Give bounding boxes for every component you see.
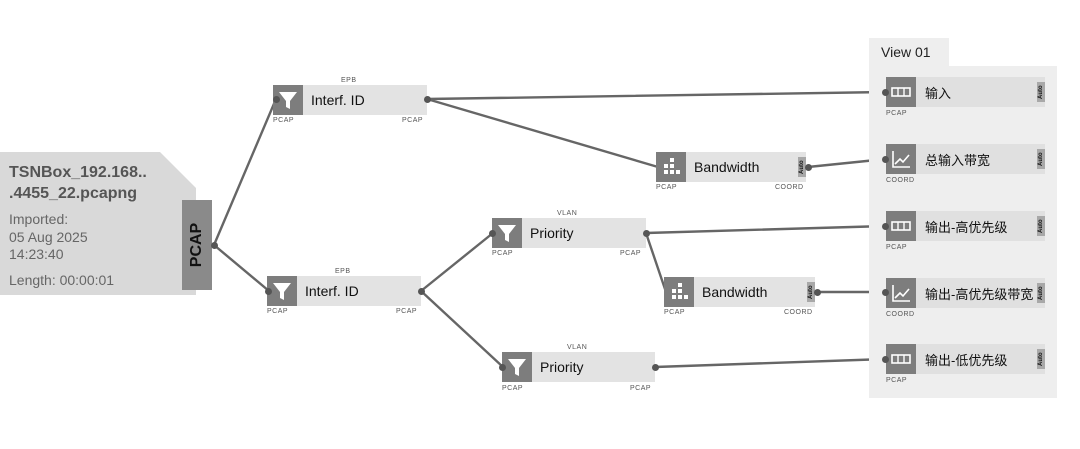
bandwidth-top-out-type: COORD (775, 184, 804, 191)
view-item-type: PCAP (886, 110, 908, 117)
view-item-label: 输出-高优先级带宽 (925, 287, 1034, 302)
view-input-port[interactable] (882, 289, 889, 296)
priority-node-bottom[interactable]: Priority (502, 352, 655, 382)
view-item-type: PCAP (886, 377, 908, 384)
bandwidth-node-top[interactable]: Bandwidth Auto (656, 152, 806, 182)
wire-priority-top-bandwidth (644, 231, 668, 294)
source-pcap-label: PCAP (188, 222, 205, 268)
view-item-output-high-priority[interactable]: 输出-高优先级 Auto (886, 211, 1045, 241)
node-label: Interf. ID (305, 283, 359, 299)
view-item-label: 输出-低优先级 (925, 353, 1008, 368)
wire-priority-bottom-low (653, 357, 888, 369)
view-item-type: COORD (886, 311, 915, 318)
priority-node-top[interactable]: Priority (492, 218, 646, 248)
bandwidth-bottom-output-port[interactable] (814, 289, 821, 296)
interf-bottom-input-port[interactable] (265, 288, 272, 295)
view-item-output-high-priority-bandwidth[interactable]: 输出-高优先级带宽 Auto (886, 278, 1045, 308)
view-item-label: 输入 (925, 86, 952, 101)
view-item-type: PCAP (886, 244, 908, 251)
line-chart-icon (886, 278, 916, 308)
filter-icon (267, 276, 297, 306)
interf-id-node-top[interactable]: Interf. ID (273, 85, 427, 115)
table-icon (886, 77, 916, 107)
source-output-port[interactable] (211, 242, 218, 249)
line-chart-icon (886, 144, 916, 174)
bandwidth-node-bottom[interactable]: Bandwidth Auto (664, 277, 815, 307)
bar-grid-icon (664, 277, 694, 307)
wire-pcap-interf-bottom (212, 243, 271, 293)
priority-bottom-output-port[interactable] (652, 364, 659, 371)
priority-bottom-out-type: PCAP (630, 385, 652, 392)
priority-bottom-tag: VLAN (567, 344, 588, 351)
imported-time: 14:23:40 (9, 246, 64, 262)
view-item-label: 输出-高优先级 (925, 220, 1008, 235)
view-title: View 01 (881, 44, 931, 60)
source-filename-line2: .4455_22.pcapng (9, 185, 138, 202)
priority-top-out-type: PCAP (620, 250, 642, 257)
filter-icon (492, 218, 522, 248)
view-tab[interactable]: View 01 (869, 38, 949, 66)
source-pcap-output[interactable]: PCAP (182, 200, 212, 290)
interf-bottom-out-type: PCAP (396, 308, 418, 315)
interf-bottom-in-type: PCAP (267, 308, 289, 315)
view-input-port[interactable] (882, 356, 889, 363)
priority-top-output-port[interactable] (643, 230, 650, 237)
bandwidth-top-in-type: PCAP (656, 184, 678, 191)
wire-priority-top-high (644, 224, 888, 235)
wire-interf-top-input (425, 90, 888, 101)
view-input-port[interactable] (882, 89, 889, 96)
interf-top-out-type: PCAP (402, 117, 424, 124)
imported-label: Imported: (9, 211, 69, 227)
node-label: Bandwidth (702, 284, 768, 300)
node-label: Priority (540, 359, 584, 375)
bar-grid-icon (656, 152, 686, 182)
interf-top-in-type: PCAP (273, 117, 295, 124)
source-card-shape (0, 152, 196, 295)
file-length: Length: 00:00:01 (9, 272, 115, 288)
view-input-port[interactable] (882, 156, 889, 163)
interf-id-node-bottom[interactable]: Interf. ID (267, 276, 421, 306)
node-label: Interf. ID (311, 92, 365, 108)
table-icon (886, 211, 916, 241)
view-input-port[interactable] (882, 223, 889, 230)
auto-toggle[interactable]: Auto (1037, 216, 1045, 236)
bandwidth-bottom-out-type: COORD (784, 309, 813, 316)
interf-top-tag: EPB (341, 77, 357, 84)
priority-top-tag: VLAN (557, 210, 578, 217)
source-filename-line1: TSNBox_192.168.. (9, 164, 147, 181)
interf-bottom-tag: EPB (335, 268, 351, 275)
table-icon (886, 344, 916, 374)
interf-top-input-port[interactable] (273, 96, 280, 103)
interf-bottom-output-port[interactable] (418, 288, 425, 295)
auto-toggle[interactable]: Auto (1037, 82, 1045, 102)
priority-bottom-input-port[interactable] (499, 364, 506, 371)
view-item-label: 总输入带宽 (925, 153, 991, 168)
imported-date: 05 Aug 2025 (9, 229, 88, 245)
view-item-input[interactable]: 输入 Auto (886, 77, 1045, 107)
source-file-card[interactable]: TSNBox_192.168.. .4455_22.pcapng Importe… (0, 152, 212, 295)
view-item-type: COORD (886, 177, 915, 184)
node-label: Priority (530, 225, 574, 241)
view-item-total-input-bandwidth[interactable]: 总输入带宽 Auto (886, 144, 1045, 174)
filter-icon (502, 352, 532, 382)
priority-top-in-type: PCAP (492, 250, 514, 257)
wire-pcap-interf-top (212, 97, 278, 247)
interf-top-output-port[interactable] (424, 96, 431, 103)
auto-toggle[interactable]: Auto (1037, 349, 1045, 369)
auto-toggle[interactable]: Auto (1037, 149, 1045, 169)
priority-top-input-port[interactable] (489, 230, 496, 237)
auto-toggle[interactable]: Auto (1037, 283, 1045, 303)
wire-interf-bottom-priority-bottom (419, 289, 505, 369)
node-label: Bandwidth (694, 159, 760, 175)
priority-bottom-in-type: PCAP (502, 385, 524, 392)
wire-interf-top-bandwidth (425, 97, 660, 169)
bandwidth-bottom-in-type: PCAP (664, 309, 686, 316)
view-item-output-low-priority[interactable]: 输出-低优先级 Auto (886, 344, 1045, 374)
wire-interf-bottom-priority-top (419, 231, 495, 293)
bandwidth-top-output-port[interactable] (805, 164, 812, 171)
